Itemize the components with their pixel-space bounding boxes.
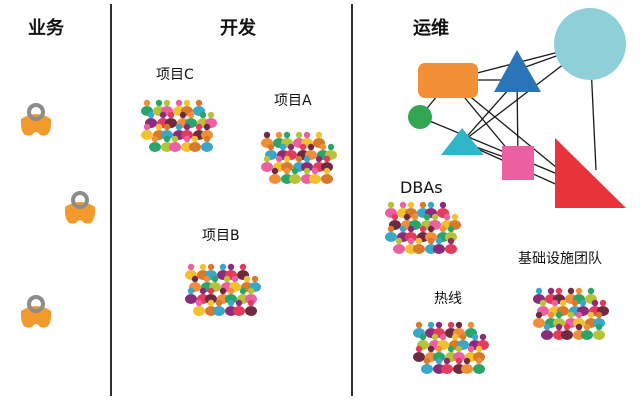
crowd-person-icon <box>193 299 205 316</box>
label-project-b: 项目B <box>202 228 240 244</box>
crowd-dbas <box>385 201 461 254</box>
crowd-project-c <box>141 99 217 152</box>
crowd-person-icon <box>385 225 397 242</box>
cyan-triangle <box>441 128 484 155</box>
crowd-person-icon <box>473 345 485 362</box>
crowd-person-icon <box>213 299 225 316</box>
crowd-person-icon <box>561 323 573 340</box>
green-circle <box>408 105 432 129</box>
crowd-person-icon <box>405 225 417 242</box>
column-title-dev: 开发 <box>220 18 256 39</box>
business-people <box>20 103 96 328</box>
label-infra-team: 基础设施团队 <box>518 251 602 267</box>
crowd-person-icon <box>413 345 425 362</box>
crowd-person-icon <box>225 287 237 304</box>
crowd-person-icon <box>461 357 473 374</box>
pink-square <box>502 146 534 180</box>
crowd-person-icon <box>453 345 465 362</box>
label-hotline: 热线 <box>434 291 462 307</box>
crowd-person-icon <box>181 123 193 140</box>
business-person-icon <box>20 103 52 136</box>
crowd-person-icon <box>425 225 437 242</box>
label-project-a: 项目A <box>274 93 312 109</box>
crowd-infra <box>533 287 609 340</box>
cyan-circle <box>554 8 626 80</box>
crowd-person-icon <box>281 155 293 172</box>
crowd-person-icon <box>473 357 485 374</box>
crowd-person-icon <box>433 237 445 254</box>
column-title-ops: 运维 <box>413 18 449 39</box>
crowd-person-icon <box>185 287 197 304</box>
crowd-person-icon <box>553 311 565 328</box>
crowd-person-icon <box>433 345 445 362</box>
crowd-project-a <box>261 131 337 184</box>
crowd-person-icon <box>581 323 593 340</box>
crowd-person-icon <box>189 135 201 152</box>
crowd-person-icon <box>245 287 257 304</box>
crowd-project-b <box>185 263 261 316</box>
crowd-person-icon <box>421 357 433 374</box>
crowd-person-icon <box>261 155 273 172</box>
divider-left <box>110 4 112 396</box>
crowd-hotline <box>413 321 489 374</box>
crowd-person-icon <box>309 167 321 184</box>
crowd-person-icon <box>593 323 605 340</box>
orange-rectangle <box>418 63 478 98</box>
label-project-c: 项目C <box>156 67 194 83</box>
crowd-person-icon <box>233 299 245 316</box>
crowd-person-icon <box>141 123 153 140</box>
crowd-person-icon <box>393 237 405 254</box>
crowd-person-icon <box>149 135 161 152</box>
business-person-icon <box>64 191 96 224</box>
crowd-person-icon <box>289 167 301 184</box>
blue-triangle <box>494 50 541 92</box>
crowd-person-icon <box>269 167 281 184</box>
business-person-icon <box>20 295 52 328</box>
crowd-person-icon <box>573 311 585 328</box>
crowd-person-icon <box>301 155 313 172</box>
divider-right <box>351 4 353 396</box>
crowd-person-icon <box>201 123 213 140</box>
crowd-person-icon <box>321 155 333 172</box>
crowd-person-icon <box>541 323 553 340</box>
crowd-person-icon <box>441 357 453 374</box>
crowd-person-icon <box>593 311 605 328</box>
crowd-person-icon <box>533 311 545 328</box>
crowd-person-icon <box>245 299 257 316</box>
crowd-person-icon <box>161 123 173 140</box>
crowd-person-icon <box>445 225 457 242</box>
crowd-person-icon <box>445 237 457 254</box>
crowd-person-icon <box>205 287 217 304</box>
crowd-person-icon <box>321 167 333 184</box>
label-dbas: DBAs <box>400 178 443 197</box>
crowd-person-icon <box>413 237 425 254</box>
crowd-person-icon <box>169 135 181 152</box>
column-title-business: 业务 <box>28 18 64 39</box>
red-triangle <box>555 138 626 208</box>
crowd-person-icon <box>201 135 213 152</box>
ops-network <box>408 8 626 208</box>
